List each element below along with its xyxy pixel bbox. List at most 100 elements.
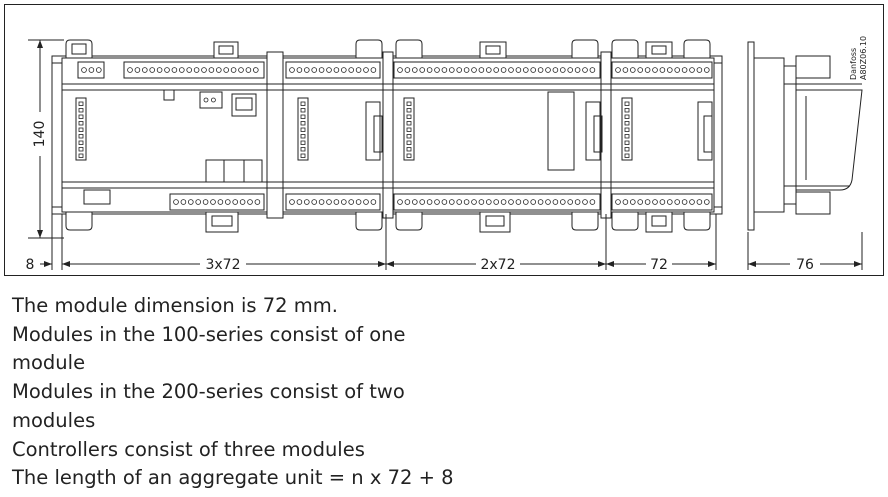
terminal-screw [703, 67, 710, 73]
terminal-screw [333, 67, 340, 73]
terminal-screw [696, 199, 703, 205]
status-led [78, 114, 84, 119]
terminal-screw [615, 67, 621, 73]
terminal-screw [696, 67, 703, 73]
terminal-screw [296, 67, 303, 73]
terminal-screw [622, 67, 629, 73]
dimension-single-label: 72 [650, 257, 668, 273]
status-led [78, 121, 84, 126]
terminal-screw [88, 67, 95, 73]
terminal-screw [515, 67, 522, 73]
terminal-screw [318, 67, 325, 73]
terminal-screw [303, 199, 310, 205]
terminal-rows [77, 61, 713, 211]
terminal-screw [216, 67, 222, 73]
terminal-screw [134, 67, 141, 73]
terminal-screw [659, 199, 666, 205]
terminal-screw [81, 67, 87, 73]
note-line: The length of an aggregate unit = n x 72… [12, 466, 454, 490]
terminal-screw [210, 199, 216, 205]
terminal-screw [478, 199, 485, 205]
terminal-screw [289, 199, 295, 205]
terminal-screw [340, 67, 347, 73]
terminal-screw [522, 67, 529, 73]
terminal-screw [230, 67, 237, 73]
terminal-screw [208, 67, 215, 73]
controller-module-body [61, 57, 387, 213]
status-led [78, 108, 84, 113]
terminal-screw [629, 67, 636, 73]
front-view [51, 39, 723, 233]
status-led [624, 140, 630, 145]
status-led [300, 140, 306, 145]
terminal-screw [508, 199, 514, 205]
status-led [624, 101, 630, 106]
terminal-screw [201, 67, 207, 73]
drawing-brand-label: Danfoss [849, 48, 858, 80]
terminal-screw [397, 199, 403, 205]
terminal-screw [493, 199, 500, 205]
terminal-screw [188, 199, 194, 205]
terminal-screw [574, 199, 581, 205]
status-led [406, 101, 412, 106]
terminal-screw [238, 67, 244, 73]
terminal-screw [164, 67, 170, 73]
status-led [406, 108, 412, 113]
status-led [300, 114, 306, 119]
status-led [78, 134, 84, 139]
terminal-screw [545, 199, 551, 205]
terminal-screw [456, 67, 463, 73]
terminal-screw [582, 199, 588, 205]
terminal-screw [441, 199, 448, 205]
drawing-code-label: A80Z06.10 [859, 36, 868, 80]
terminal-screw [142, 67, 148, 73]
status-led [406, 153, 412, 158]
terminal-screw [637, 67, 643, 73]
side-view [747, 41, 863, 231]
terminal-screw [217, 199, 224, 205]
terminal-screw [355, 199, 362, 205]
terminal-screw [193, 67, 200, 73]
dimension-double-label: 2x72 [480, 257, 515, 273]
terminal-screw [500, 199, 507, 205]
status-led [406, 127, 412, 132]
terminal-screw [629, 199, 636, 205]
terminal-screw [441, 67, 448, 73]
terminal-screw [210, 97, 216, 103]
terminal-screw [225, 199, 231, 205]
terminal-screw [652, 67, 658, 73]
terminal-screw [363, 67, 369, 73]
status-led [300, 127, 306, 132]
terminal-screw [530, 199, 536, 205]
terminal-screw [666, 199, 673, 205]
terminal-screw [180, 199, 187, 205]
terminal-screw [637, 199, 643, 205]
terminal-screw [493, 67, 500, 73]
terminal-screw [434, 199, 440, 205]
terminal-screw [311, 199, 318, 205]
terminal-screw [96, 67, 102, 73]
terminal-screw [703, 199, 710, 205]
status-led [624, 108, 630, 113]
terminal-screw [195, 199, 202, 205]
terminal-screw [537, 67, 544, 73]
terminal-screw [289, 67, 295, 73]
terminal-screw [232, 199, 239, 205]
terminal-screw [508, 67, 514, 73]
terminal-screw [582, 67, 588, 73]
terminal-screw [203, 97, 209, 103]
terminal-screw [674, 199, 680, 205]
status-led [624, 127, 630, 132]
terminal-screw [419, 67, 426, 73]
dimension-depth-label: 76 [796, 257, 814, 273]
terminal-screw [173, 199, 179, 205]
terminal-screw [326, 67, 332, 73]
status-led [78, 153, 84, 158]
status-led [624, 147, 630, 152]
status-led [624, 153, 630, 158]
terminal-screw [363, 199, 369, 205]
terminal-screw [659, 67, 666, 73]
status-led [300, 101, 306, 106]
terminal-screw [245, 67, 252, 73]
bottom-clips [65, 212, 711, 233]
